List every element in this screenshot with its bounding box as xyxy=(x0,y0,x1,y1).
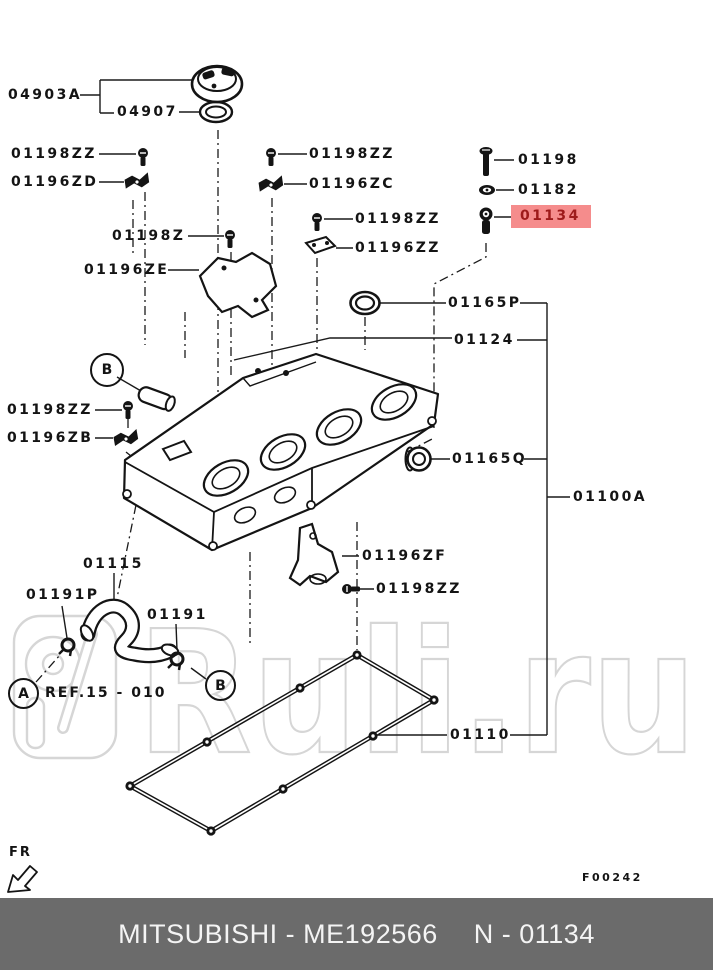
cap-oring-icon xyxy=(198,100,234,124)
part-label-01196ZD[interactable]: 01196ZD xyxy=(11,174,99,190)
stud-bolt-long-icon xyxy=(479,147,493,176)
fr-label: FR xyxy=(9,845,32,860)
part-label-01198ZZ-3[interactable]: 01198ZZ xyxy=(355,211,441,227)
harness-clip-icon xyxy=(258,175,284,193)
breather-tube-icon xyxy=(137,386,176,412)
part-label-01196ZB[interactable]: 01196ZB xyxy=(7,430,94,446)
bracket-ze-icon xyxy=(198,251,278,319)
bolt-icon xyxy=(137,147,149,167)
callout-b-bottom: B xyxy=(205,670,236,701)
valve-cover-drawing xyxy=(122,352,440,552)
bolt-icon xyxy=(122,400,134,420)
footer-brand-part: MITSUBISHI - ME192566 xyxy=(118,918,438,949)
oil-filler-cap-icon xyxy=(190,64,244,104)
part-label-01198ZZ-4[interactable]: 01198ZZ xyxy=(7,402,93,418)
bolt-icon xyxy=(311,212,323,232)
part-label-01191[interactable]: 01191 xyxy=(147,607,208,623)
harness-clip-icon xyxy=(124,172,150,190)
part-label-01100A[interactable]: 01100A xyxy=(573,489,647,505)
seal-ring-icon xyxy=(349,290,381,316)
bracket-plate-icon xyxy=(304,235,337,255)
part-label-01198Z[interactable]: 01198Z xyxy=(112,228,186,244)
callout-a: A xyxy=(8,678,39,709)
part-label-01165Q[interactable]: 01165Q xyxy=(452,451,528,467)
callout-b-top: B xyxy=(90,353,124,387)
bolt-icon xyxy=(265,147,277,167)
part-label-01198ZZ-2[interactable]: 01198ZZ xyxy=(309,146,395,162)
part-label-01198ZZ-5[interactable]: 01198ZZ xyxy=(376,581,462,597)
part-label-01196ZC[interactable]: 01196ZC xyxy=(309,176,395,192)
part-label-04907[interactable]: 04907 xyxy=(117,104,178,120)
part-label-01196ZZ[interactable]: 01196ZZ xyxy=(355,240,441,256)
part-label-01115[interactable]: 01115 xyxy=(83,556,144,572)
part-label-01196ZF[interactable]: 01196ZF xyxy=(362,548,448,564)
bracket-zf-icon xyxy=(288,522,340,587)
diagram-canvas: Ruli.ru xyxy=(7,64,698,893)
part-label-01198[interactable]: 01198 xyxy=(518,152,579,168)
part-label-01134-highlighted[interactable]: 01134 xyxy=(511,205,591,228)
fr-arrow-icon xyxy=(7,865,38,893)
highlighted-bolt-icon xyxy=(479,207,493,234)
bolt-icon xyxy=(224,229,236,249)
grommet-icon xyxy=(404,446,432,472)
harness-clip-icon xyxy=(112,429,139,447)
part-label-01196ZE[interactable]: 01196ZE xyxy=(84,262,170,278)
washer-icon xyxy=(479,185,495,195)
footer-part-number: N - 01134 xyxy=(473,918,595,949)
part-label-01124[interactable]: 01124 xyxy=(454,332,515,348)
part-label-01182[interactable]: 01182 xyxy=(518,182,579,198)
part-label-04903A[interactable]: 04903A xyxy=(8,87,82,103)
watermark-wrench-icon xyxy=(57,628,98,734)
ref-label: REF.15 - 010 xyxy=(45,685,167,701)
figure-code-label: F00242 xyxy=(582,871,643,884)
part-label-01110[interactable]: 01110 xyxy=(450,727,511,743)
footer-bar: MITSUBISHI - ME192566 N - 01134 xyxy=(0,898,713,970)
part-label-01198ZZ-1[interactable]: 01198ZZ xyxy=(11,146,97,162)
part-label-01191P[interactable]: 01191P xyxy=(26,587,100,603)
part-label-01165P[interactable]: 01165P xyxy=(448,295,522,311)
gasket-drawing xyxy=(125,650,439,836)
